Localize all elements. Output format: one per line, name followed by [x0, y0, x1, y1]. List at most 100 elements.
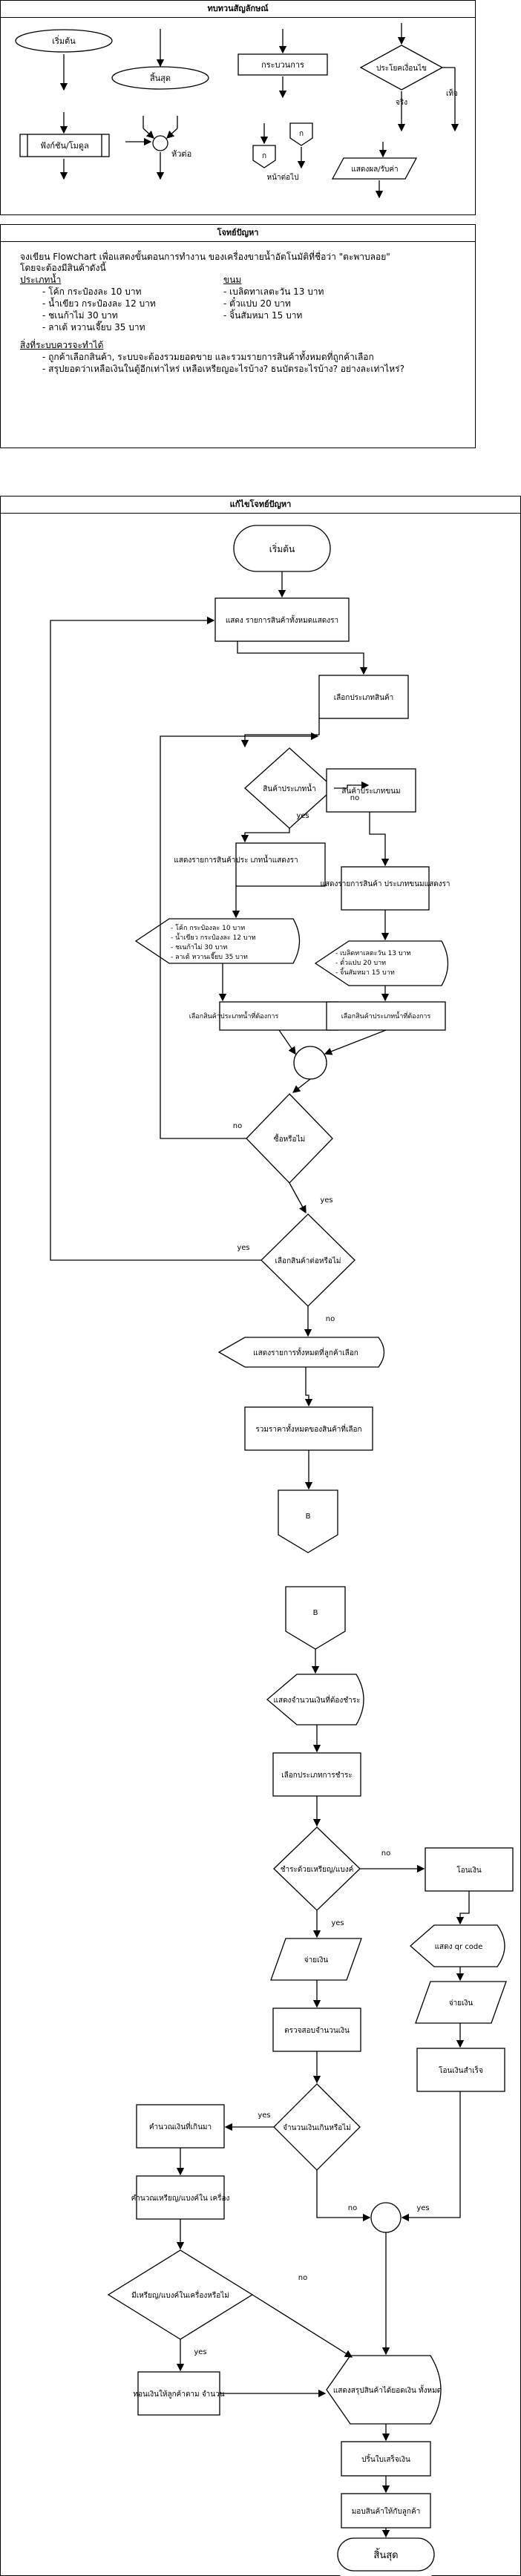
fc-yes-label: yes	[258, 2111, 270, 2120]
problem-requirement: - ถูกค้าเลือกสินค้า, ระบบจะต้องรวมยอดขาย…	[42, 352, 374, 362]
symbols-diagram: เริ่มต้น ฟังก์ชัน/โมดูล สิ้นสุด หัวต่อ ก…	[15, 23, 459, 199]
problem-intro-2: โดยจะต้องมีสินค้าดังนี้	[20, 263, 106, 273]
fc-give-change	[137, 2371, 220, 2416]
fc-no-label: no	[348, 2204, 357, 2212]
fc-connector-b-2-label: B	[313, 1609, 318, 1617]
fc-calc-coins-label: คำนวณเหรียญ/แบงค์ใน เครื่อง	[131, 2192, 230, 2203]
fc-drink-list-item: - ชเนก้าไม่ 30 บาท	[171, 943, 227, 951]
fc-snack-list	[314, 940, 449, 986]
fc-transfer-label: โอนเงิน	[456, 1865, 482, 1875]
fc-choose-type-label: เลือกประเภทสินค้า	[334, 693, 394, 702]
problem-drink-item: - ชเนก้าไม่ 30 บาท	[42, 310, 118, 321]
symbol-connector-label: หน้าต่อไป	[267, 173, 299, 182]
symbol-process	[237, 53, 328, 76]
symbol-process-label: กระบวนการ	[261, 60, 304, 70]
fc-pick-drink	[219, 1001, 339, 1031]
symbol-start-label: เริ่มต้น	[52, 35, 76, 46]
symbol-connector-b	[289, 122, 313, 146]
fc-show-all	[214, 597, 350, 642]
symbol-junction-label: หัวต่อ	[171, 149, 191, 159]
fc-print-receipt	[341, 2441, 431, 2477]
symbol-connector-b-letter: ก	[299, 130, 304, 138]
symbol-start	[15, 29, 113, 53]
fc-yes-label: yes	[320, 1196, 332, 1205]
symbols-panel-title: ทบทวนสัญลักษณ์	[1, 1, 475, 18]
fc-yes-label: yes	[331, 1919, 344, 1927]
solution-panel: แก้ไขโจทย์ปัญหา	[0, 496, 521, 2576]
symbol-decision-label: ประโยคเงื่อนไข	[376, 62, 427, 73]
symbol-io-label: แสดงผล/รับค่า	[351, 165, 398, 174]
fc-no-label: no	[298, 2274, 307, 2282]
fc-no-label: no	[381, 1849, 390, 1858]
fc-check-amount-label: ตรวจสอบจำนวนเงิน	[284, 2027, 350, 2035]
fc-transfer-ok-label: โอนเงินสำเร็จ	[439, 2065, 483, 2075]
fc-no-label: no	[233, 1122, 242, 1130]
problem-drink-item: - โค้ก กระป๋องละ 10 บาท	[42, 286, 142, 297]
fc-show-all-label: แสดง รายการสินค้าทั้งหมดแสดงรา	[226, 614, 338, 625]
fc-junction-1	[293, 1046, 327, 1080]
symbol-connector-a	[252, 145, 276, 168]
fc-pick-snack	[326, 1001, 446, 1031]
fc-snack-type-label: สินค้าประเภทขนม	[341, 787, 400, 796]
problem-snack-item: - จิ้นสัมหมา 15 บาท	[223, 310, 303, 321]
fc-yes-label: yes	[194, 2348, 206, 2356]
fc-show-amount	[266, 1674, 364, 1725]
fc-connector-b-2	[285, 1586, 346, 1650]
problem-intro-1: จงเขียน Flowchart เพื่อแสดงขั้นตอนการทำง…	[20, 252, 390, 262]
fc-pay-qr	[415, 1981, 507, 2024]
fc-no-label: no	[326, 1315, 335, 1323]
fc-pay-cash	[270, 1938, 362, 1981]
fc-transfer	[425, 1847, 514, 1892]
problem-drink-item: - ลาเต้ หวานเจี๊ยบ 35 บาท	[42, 322, 145, 332]
fc-calc-coins	[136, 2175, 225, 2220]
fc-yes-label: yes	[296, 812, 309, 820]
fc-transfer-ok	[416, 2048, 505, 2092]
fc-over-paid-label: จำนวนเงินเกินหรือไม่	[283, 2123, 351, 2132]
fc-calc-change-label: คำนวณเงินที่เกินมา	[149, 2121, 212, 2131]
problem-panel-title: โจทย์ปัญหา	[1, 225, 475, 242]
problem-snack-item: - เบลิดทาเลตะวัน 13 บาท	[223, 286, 324, 297]
symbol-end-label: สิ้นสุด	[150, 72, 171, 83]
symbol-function	[19, 134, 110, 157]
fc-drink-list-item: - ลาเต้ หวานเจี๊ยบ 35 บาท	[171, 951, 248, 961]
fc-snack-type	[326, 768, 416, 813]
symbol-decision-yes: จริง	[396, 99, 407, 107]
fc-pay-cash-label: จ่ายเงิน	[304, 1956, 329, 1964]
fc-show-selected	[217, 1337, 385, 1368]
fc-choose-pay-label: เลือกประเภทการชำระ	[281, 1771, 352, 1780]
symbol-decision-no: เท็จ	[446, 88, 458, 98]
fc-pick-snack-label: เลือกสินค้าประเภทน้ำที่ต้องการ	[341, 1011, 431, 1020]
symbol-decision	[359, 45, 444, 91]
problem-drink-item: - น้ำเขียว กระป๋องละ 12 บาท	[42, 298, 156, 309]
symbol-end	[111, 66, 209, 90]
fc-buy-again-label: ซื้อหรือไม่	[274, 1133, 305, 1144]
fc-snack-list-item: - ตั๋วแปบ 20 บาท	[335, 957, 386, 967]
fc-yes-label: yes	[237, 1244, 249, 1252]
fc-show-summary-label: แสดงสรุปสินค้าได้ยอดเงิน ทั้งหมด	[333, 2385, 442, 2395]
fc-no-label: no	[350, 794, 359, 802]
fc-show-selected-label: แสดงรายการทั้งหมดที่ลูกค้าเลือก	[253, 1347, 358, 1357]
fc-qr	[410, 1924, 505, 1967]
symbol-junction	[152, 135, 168, 151]
symbol-io	[331, 157, 418, 180]
fc-show-summary	[326, 2355, 442, 2425]
fc-pay-qr-label: จ่ายเงิน	[449, 1999, 474, 2008]
fc-sum-total	[244, 1406, 373, 1451]
fc-show-drinks	[235, 842, 326, 887]
problem-category-drinks: ประเภทน้ำ	[20, 275, 62, 285]
problem-requirements-title: สิ่งที่ระบบควรจะทำได้	[20, 340, 104, 350]
problem-panel: โจทย์ปัญหา จงเขียน Flowchart เพื่อแสดงขั…	[0, 224, 476, 448]
fc-connector-b-1	[278, 1489, 338, 1553]
fc-pick-drink-label: เลือกสินค้าประเภทน้ำที่ต้องการ	[189, 1011, 279, 1020]
fc-is-cash-label: ชำระด้วยเหรียญ/แบงค์	[281, 1865, 354, 1874]
fc-drink-list-item: - น้ำเขียว กระป๋องละ 12 บาท	[171, 932, 256, 942]
fc-snack-list-item: - จิ้นสัมหมา 15 บาท	[335, 967, 395, 977]
problem-snack-item: - ตั๋วแปบ 20 บาท	[223, 298, 291, 309]
fc-sum-total-label: รวมราคาทั้งหมดของสินค้าที่เลือก	[255, 1423, 361, 1434]
fc-give-change-label: ทอนเงินให้ลูกค้าตาม จำนวน	[133, 2390, 224, 2399]
fc-snack-list-item: - เบลิดทาเลตะวัน 13 บาท	[335, 949, 411, 957]
fc-dispense	[341, 2493, 431, 2529]
symbol-function-label: ฟังก์ชัน/โมดูล	[40, 140, 89, 151]
problem-category-snacks: ขนม	[223, 275, 242, 285]
